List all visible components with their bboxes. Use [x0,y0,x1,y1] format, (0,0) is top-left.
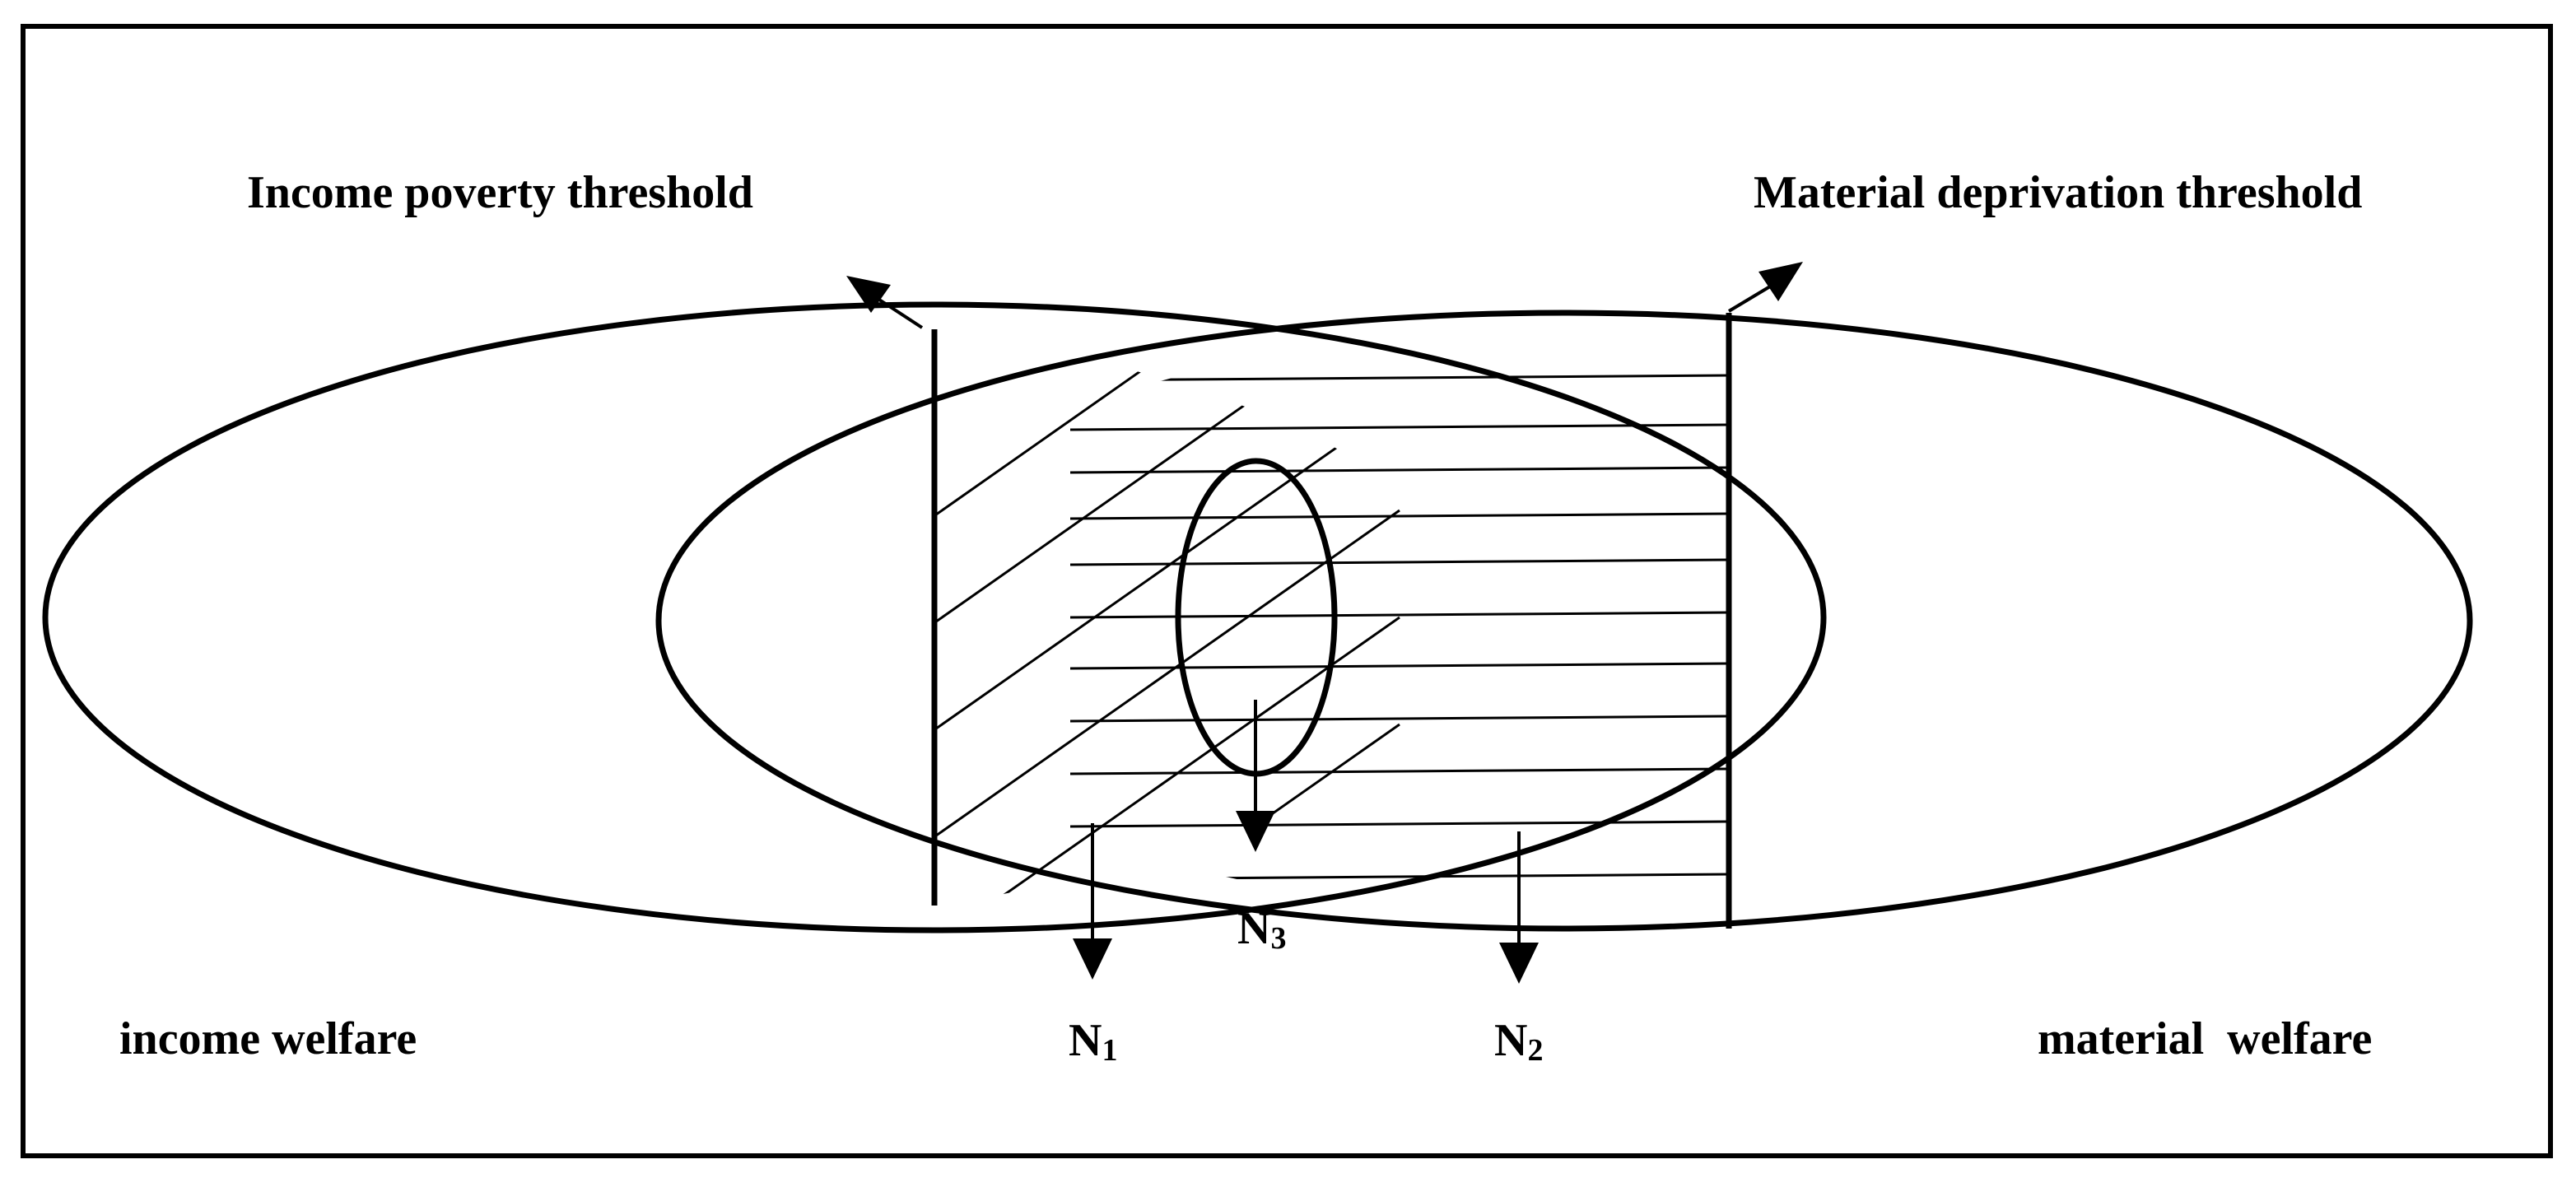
n3-arrow [1236,700,1275,852]
diagram-frame [21,24,2553,1158]
income-poverty-threshold-label: Income poverty threshold [247,167,753,218]
income-threshold-arrow [846,276,924,329]
material-welfare-ellipse [655,310,2473,932]
material-threshold-arrow [1727,262,1803,313]
n2-arrow [1499,831,1539,984]
material-deprivation-threshold-label: Material deprivation threshold [1754,167,2362,218]
n2-label: N2 [1494,1015,1543,1068]
material-welfare-label: material welfare [2038,1013,2372,1064]
n1-label: N1 [1069,1015,1117,1068]
income-welfare-label: income welfare [119,1013,417,1064]
material-deprived-hatch [1069,374,1729,881]
income-welfare-ellipse [42,301,1827,934]
n1-arrow [1073,823,1112,980]
n3-label: N3 [1237,903,1286,956]
